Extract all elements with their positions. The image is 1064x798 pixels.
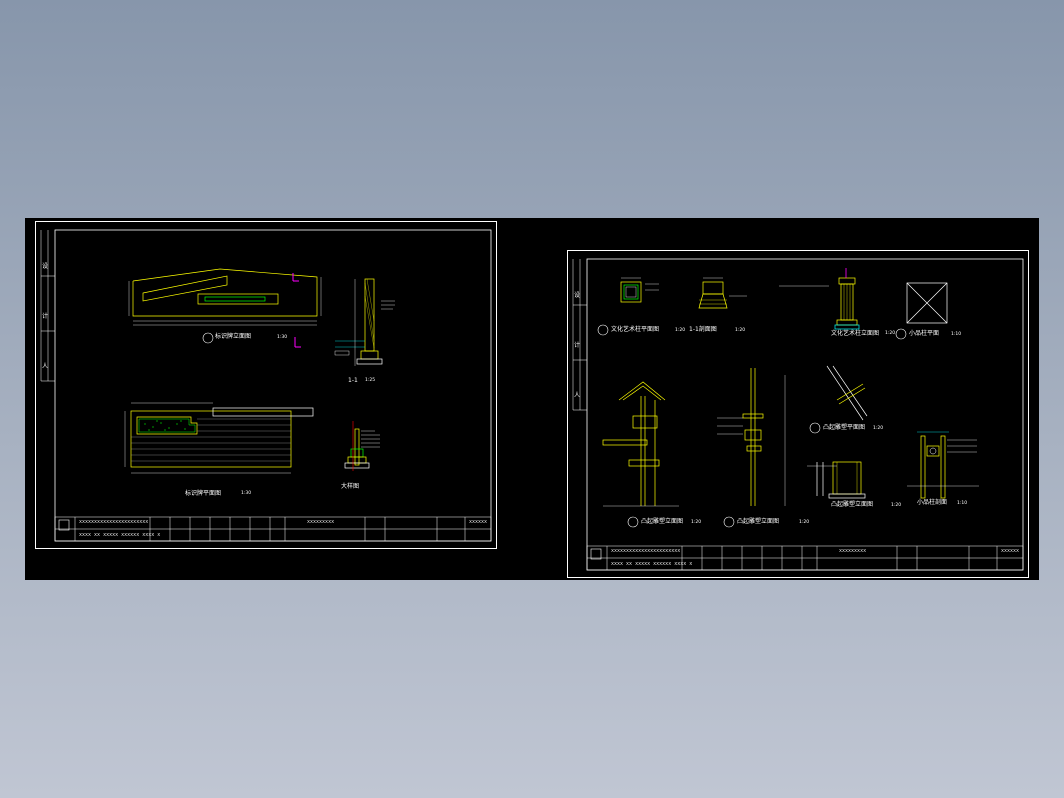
view-scale-sculpture-plan: 1:20: [873, 426, 884, 431]
view-scale-plan: 1:30: [241, 491, 252, 496]
sheet-right-drawing: [567, 250, 1029, 578]
section-view: [334, 278, 395, 366]
column-plan: [597, 277, 659, 336]
detail-view: [344, 421, 380, 471]
view-title-elevation: 标识牌立面图: [215, 333, 252, 340]
titleblock-number: xxxxxx: [1001, 548, 1020, 554]
view-title-sculpture-b: 凸起雕塑立面图: [737, 518, 780, 525]
logo-mark-right: [590, 548, 602, 560]
titleblock-lines-right: [586, 545, 1024, 571]
side-label-1: 设: [42, 263, 49, 270]
titleblock-drawing: xxxxxxxxx: [307, 519, 335, 525]
view-scale-elevation: 1:30: [277, 335, 288, 340]
view-title-sculpture-plan: 凸起雕塑平面图: [823, 424, 866, 431]
view-scale-column-elevation: 1:20: [885, 331, 896, 336]
view-title-detail: 大样图: [341, 483, 360, 490]
column-elevation: [779, 268, 860, 330]
view-scale-sculpture-c: 1:20: [891, 503, 902, 508]
view-scale-column-section: 1:20: [735, 328, 746, 333]
view-title-column-elevation: 文化艺术柱立面图: [831, 330, 880, 337]
view-title-column-plan: 文化艺术柱平面图: [611, 326, 660, 333]
sheet-left[interactable]: 设 计 人 标识牌立面图 1:30 1-1 1:25 标识牌平面图 1:30 大…: [35, 221, 497, 549]
side-label-3: 人: [42, 363, 49, 370]
sculpture-elevation-c: [807, 461, 866, 499]
view-title-sculpture-a: 凸起雕塑立面图: [641, 518, 684, 525]
titleblock-drawing: xxxxxxxxx: [839, 548, 867, 554]
sculpture-elevation-a: [602, 381, 679, 528]
elevation-view: [128, 268, 322, 348]
plan-view: [124, 402, 314, 474]
titleblock-number: xxxxxx: [469, 519, 488, 525]
view-scale-section: 1:25: [365, 378, 376, 383]
titleblock-lines: [54, 516, 492, 542]
side-label-1: 设: [574, 292, 581, 299]
logo-mark: [58, 519, 70, 531]
sheet-left-drawing: [35, 221, 497, 549]
view-title-plan: 标识牌平面图: [185, 490, 222, 497]
view-title-section: 1-1: [348, 377, 358, 384]
titleblock-project: xxxxxxxxxxxxxxxxxxxxxxx: [79, 519, 149, 525]
titleblock-sub: xxxx xx xxxxx xxxxxx xxxx x: [611, 561, 693, 567]
brick-hatch: [131, 418, 291, 462]
view-title-pavilion-section: 小品柱剖面: [917, 499, 948, 506]
view-title-pavilion-plan: 小品柱平面: [909, 330, 940, 337]
view-scale-pavilion-plan: 1:10: [951, 332, 962, 337]
view-scale-column-plan: 1:20: [675, 328, 686, 333]
pavilion-section: [907, 431, 979, 499]
column-section: [698, 277, 747, 309]
sculpture-elevation-b: [717, 368, 786, 528]
pavilion-plan: [895, 282, 948, 340]
titleblock-sub: xxxx xx xxxxx xxxxxx xxxx x: [79, 532, 161, 538]
view-scale-sculpture-b: 1:20: [799, 520, 810, 525]
side-label-2: 计: [42, 313, 49, 320]
side-label-2: 计: [574, 342, 581, 349]
sculpture-plan: [809, 365, 868, 434]
view-scale-pavilion-section: 1:10: [957, 501, 968, 506]
view-scale-sculpture-a: 1:20: [691, 520, 702, 525]
green-fill-dots: [144, 420, 186, 431]
side-label-3: 人: [574, 392, 581, 399]
view-title-column-section: 1-1剖面图: [689, 326, 717, 333]
drawing-canvas[interactable]: 设 计 人 标识牌立面图 1:30 1-1 1:25 标识牌平面图 1:30 大…: [25, 218, 1039, 580]
view-title-sculpture-c: 凸起雕塑立面图: [831, 501, 874, 508]
sheet-right[interactable]: 设 计 人 文化艺术柱平面图 1:20 1-1剖面图 1:20 文化艺术柱立面图…: [567, 250, 1029, 578]
titleblock-project: xxxxxxxxxxxxxxxxxxxxxxx: [611, 548, 681, 554]
